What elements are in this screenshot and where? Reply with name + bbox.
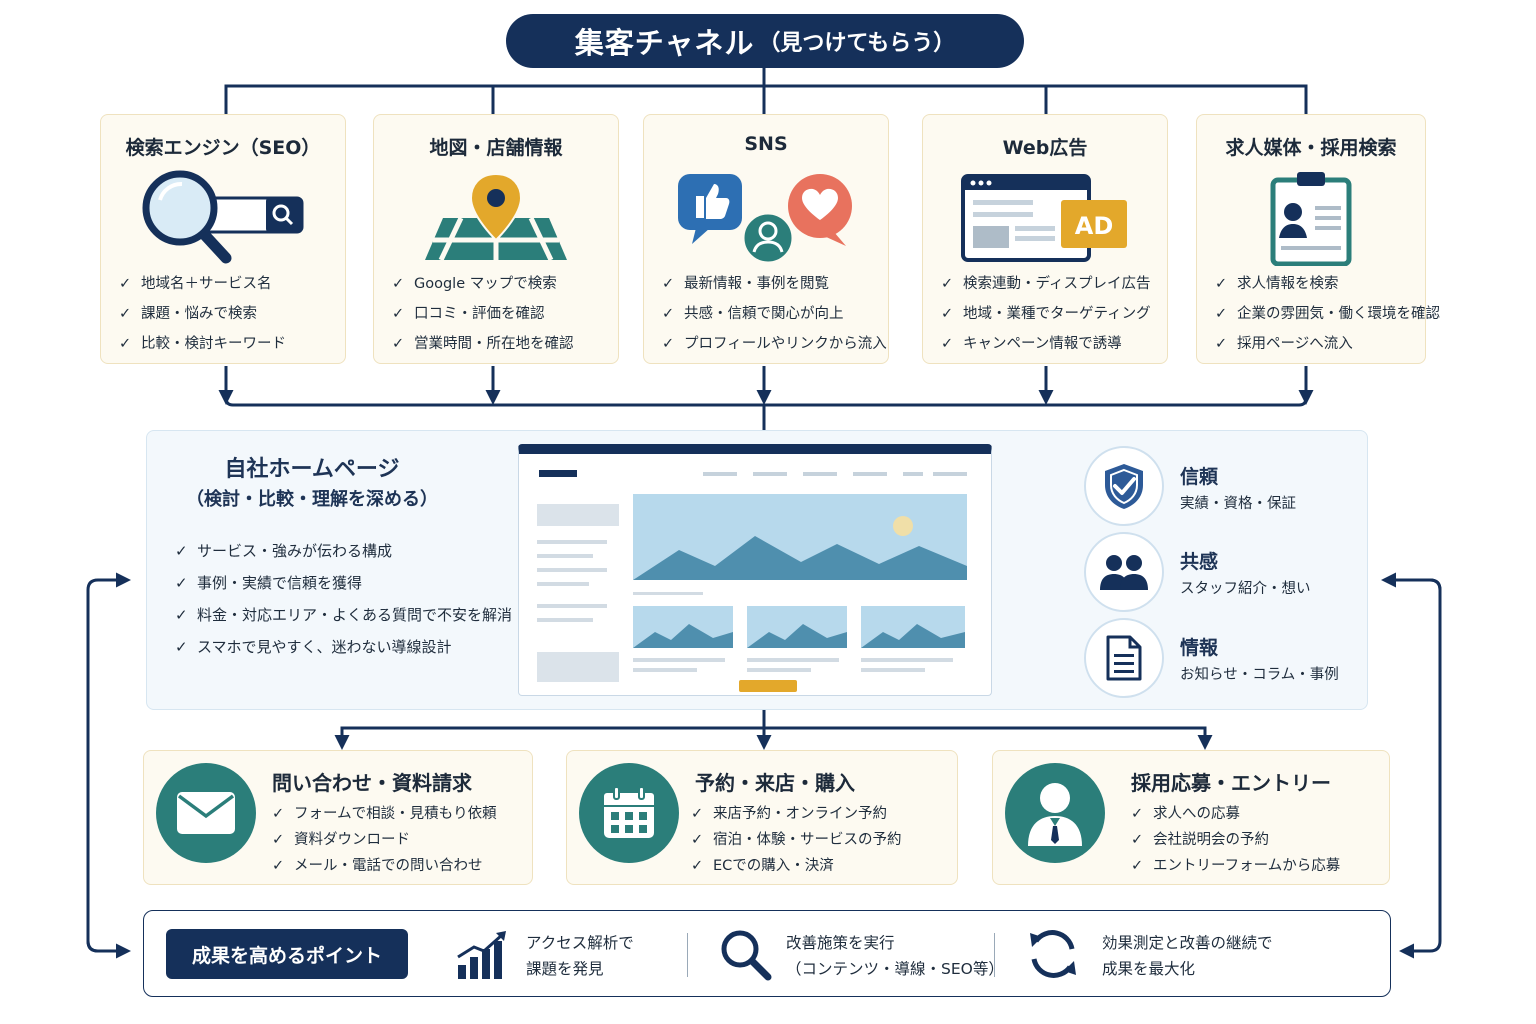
channel-card-web-ads: Web広告 AD ✓検索連動・ディスプレイ広告 ✓地域・業種でターゲティング ✓…: [922, 114, 1168, 364]
list-item: ✓採用ページへ流入: [1215, 336, 1353, 352]
list-item: ✓共感・信頼で関心が向上: [662, 306, 844, 322]
magnifier-search-icon: [101, 169, 345, 267]
action-card-inquiry: 問い合わせ・資料請求 ✓フォームで相談・見積もり依頼 ✓資料ダウンロード ✓メー…: [143, 750, 533, 885]
divider: [994, 933, 995, 977]
channel-card-map: 地図・店舗情報 ✓Google マップで検索 ✓口コミ・評価を確認 ✓営業時間・…: [373, 114, 619, 364]
homepage-title: 自社ホームページ: [224, 457, 400, 482]
list-item: ✓料金・対応エリア・よくある質問で不安を解消: [175, 606, 513, 624]
list-item: ✓会社説明会の予約: [1131, 832, 1269, 848]
action-list: ✓フォームで相談・見積もり依頼 ✓資料ダウンロード ✓メール・電話での問い合わせ: [272, 801, 497, 879]
action-title: 予約・来店・購入: [695, 771, 855, 795]
list-item: ✓営業時間・所在地を確認: [392, 336, 574, 352]
list-item: ✓プロフィールやリンクから流入: [662, 336, 887, 352]
channel-list: ✓Google マップで検索 ✓口コミ・評価を確認 ✓営業時間・所在地を確認: [392, 269, 574, 359]
channel-card-sns: SNS ✓最新情報・事例を閲覧 ✓共感・信頼で関心が向上 ✓プロフィールやリンク…: [643, 114, 889, 364]
channel-list: ✓検索連動・ディスプレイ広告 ✓地域・業種でターゲティング ✓キャンペーン情報で…: [941, 269, 1151, 359]
channel-title: 検索エンジン（SEO）: [125, 137, 321, 159]
list-item: ✓来店予約・オンライン予約: [691, 806, 887, 822]
point-text: アクセス解析で課題を発見: [526, 934, 634, 978]
value-title-trust: 信頼: [1180, 466, 1219, 488]
map-pin-icon: [374, 169, 618, 267]
action-list: ✓来店予約・オンライン予約 ✓宿泊・体験・サービスの予約 ✓ECでの購入・決済: [691, 801, 902, 879]
list-item: ✓フォームで相談・見積もり依頼: [272, 806, 497, 822]
action-title: 問い合わせ・資料請求: [272, 771, 472, 795]
title-sub: （見つけてもらう）: [758, 31, 956, 56]
list-item: ✓資料ダウンロード: [272, 832, 410, 848]
value-desc-trust: 実績・資格・保証: [1180, 496, 1296, 512]
list-item: ✓エントリーフォームから応募: [1131, 858, 1341, 874]
channel-title: Web広告: [1002, 137, 1088, 159]
bar-chart-growth-icon: [456, 929, 510, 985]
ad-badge-text: AD: [1075, 212, 1114, 240]
envelope-icon: [156, 763, 256, 863]
cycle-arrows-icon: [1024, 925, 1082, 987]
point-text: 改善施策を実行（コンテンツ・導線・SEO等）: [786, 934, 1004, 978]
list-item: ✓口コミ・評価を確認: [392, 306, 545, 322]
list-item: ✓検索連動・ディスプレイ広告: [941, 276, 1151, 292]
ad-browser-icon: AD: [923, 169, 1167, 267]
value-title-empathy: 共感: [1180, 551, 1219, 573]
list-item: ✓スマホで見やすく、迷わない導線設計: [175, 638, 452, 656]
channel-title: 地図・店舗情報: [429, 137, 563, 159]
improvement-points-bar: 成果を高めるポイント アクセス解析で課題を発見 改善施策を実行（コンテンツ・導線…: [143, 910, 1391, 997]
search-icon: [718, 927, 772, 985]
website-mockup-icon: [518, 444, 992, 696]
title-main: 集客チャネル: [574, 26, 755, 60]
list-item: ✓比較・検討キーワード: [119, 336, 286, 352]
list-item: ✓求人への応募: [1131, 806, 1240, 822]
list-item: ✓サービス・強みが伝わる構成: [175, 542, 393, 560]
calendar-icon: [579, 763, 679, 863]
list-item: ✓地域・業種でターゲティング: [941, 306, 1151, 322]
diagram-title: 集客チャネル （見つけてもらう）: [506, 14, 1024, 68]
action-list: ✓求人への応募 ✓会社説明会の予約 ✓エントリーフォームから応募: [1131, 801, 1340, 879]
list-item: ✓キャンペーン情報で誘導: [941, 336, 1122, 352]
list-item: ✓ECでの購入・決済: [691, 858, 834, 874]
shield-check-icon: [1084, 446, 1164, 526]
action-card-reservation: 予約・来店・購入 ✓来店予約・オンライン予約 ✓宿泊・体験・サービスの予約 ✓E…: [566, 750, 958, 885]
list-item: ✓企業の雰囲気・働く環境を確認: [1215, 306, 1440, 322]
list-item: ✓メール・電話での問い合わせ: [272, 858, 483, 874]
list-item: ✓事例・実績で信頼を獲得: [175, 574, 363, 592]
channel-list: ✓最新情報・事例を閲覧 ✓共感・信頼で関心が向上 ✓プロフィールやリンクから流入: [662, 269, 887, 359]
channel-list: ✓求人情報を検索 ✓企業の雰囲気・働く環境を確認 ✓採用ページへ流入: [1215, 269, 1440, 359]
action-title: 採用応募・エントリー: [1131, 771, 1331, 795]
channel-card-seo: 検索エンジン（SEO） ✓地域名＋サービス名 ✓課題・悩みで検索 ✓比較・検討キ…: [100, 114, 346, 364]
action-card-recruit-entry: 採用応募・エントリー ✓求人への応募 ✓会社説明会の予約 ✓エントリーフォームか…: [992, 750, 1390, 885]
value-desc-info: お知らせ・コラム・事例: [1180, 667, 1339, 683]
point-text: 効果測定と改善の継続で成果を最大化: [1102, 934, 1273, 978]
applicant-icon: [1005, 763, 1105, 863]
channel-title: 求人媒体・採用検索: [1225, 137, 1397, 159]
list-item: ✓宿泊・体験・サービスの予約: [691, 832, 902, 848]
sns-like-heart-icon: [644, 169, 888, 267]
channel-card-recruiting: 求人媒体・採用検索 ✓求人情報を検索 ✓企業の雰囲気・働く環境を確認 ✓採用ペー…: [1196, 114, 1440, 364]
list-item: ✓課題・悩みで検索: [119, 306, 257, 322]
value-desc-empathy: スタッフ紹介・想い: [1180, 581, 1311, 597]
list-item: ✓求人情報を検索: [1215, 276, 1339, 292]
channel-title: SNS: [744, 133, 788, 155]
list-item: ✓地域名＋サービス名: [119, 276, 272, 292]
list-item: ✓Google マップで検索: [392, 276, 557, 292]
divider: [687, 933, 688, 977]
value-title-info: 情報: [1180, 637, 1219, 659]
homepage-list: ✓サービス・強みが伝わる構成 ✓事例・実績で信頼を獲得 ✓料金・対応エリア・よく…: [175, 535, 512, 663]
list-item: ✓最新情報・事例を閲覧: [662, 276, 829, 292]
channel-list: ✓地域名＋サービス名 ✓課題・悩みで検索 ✓比較・検討キーワード: [119, 269, 286, 359]
homepage-subtitle: （検討・比較・理解を深める）: [186, 489, 438, 510]
document-icon: [1084, 618, 1164, 698]
people-icon: [1084, 532, 1164, 612]
job-clipboard-icon: [1197, 169, 1425, 267]
points-label: 成果を高めるポイント: [166, 929, 408, 979]
